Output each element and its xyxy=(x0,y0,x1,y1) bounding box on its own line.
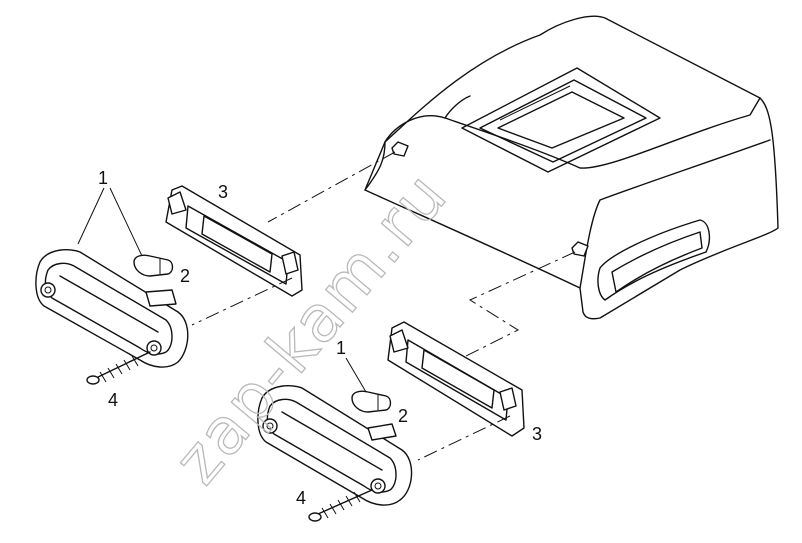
leader-1-top-b xyxy=(109,187,143,257)
screw-top xyxy=(86,351,151,385)
callout-1-top: 1 xyxy=(98,168,108,188)
lamp-top xyxy=(35,249,189,368)
assembly-line-bottom xyxy=(461,251,576,359)
callout-2-top: 2 xyxy=(180,266,190,286)
assembly-line-top xyxy=(267,151,396,223)
callout-3-top: 3 xyxy=(218,182,228,202)
callout-2-bottom: 2 xyxy=(398,406,408,426)
bulb-bottom xyxy=(351,390,392,413)
leader-1-bottom xyxy=(345,357,367,393)
screw-bottom xyxy=(308,489,373,522)
leader-1-top-a xyxy=(77,187,105,245)
callout-3-bottom: 3 xyxy=(532,424,542,444)
clip-top xyxy=(145,289,177,307)
callout-1-bottom: 1 xyxy=(336,338,346,358)
lamp-bottom xyxy=(257,385,413,506)
clip-bottom xyxy=(367,423,397,441)
bracket-bottom xyxy=(387,321,525,461)
bracket-top xyxy=(165,185,303,326)
cab-roof xyxy=(364,15,779,320)
callout-4-top: 4 xyxy=(108,390,118,410)
corner-mark: ▔▔ xyxy=(780,0,790,4)
callout-4-bottom: 4 xyxy=(296,488,306,508)
bulb-top xyxy=(133,254,174,277)
